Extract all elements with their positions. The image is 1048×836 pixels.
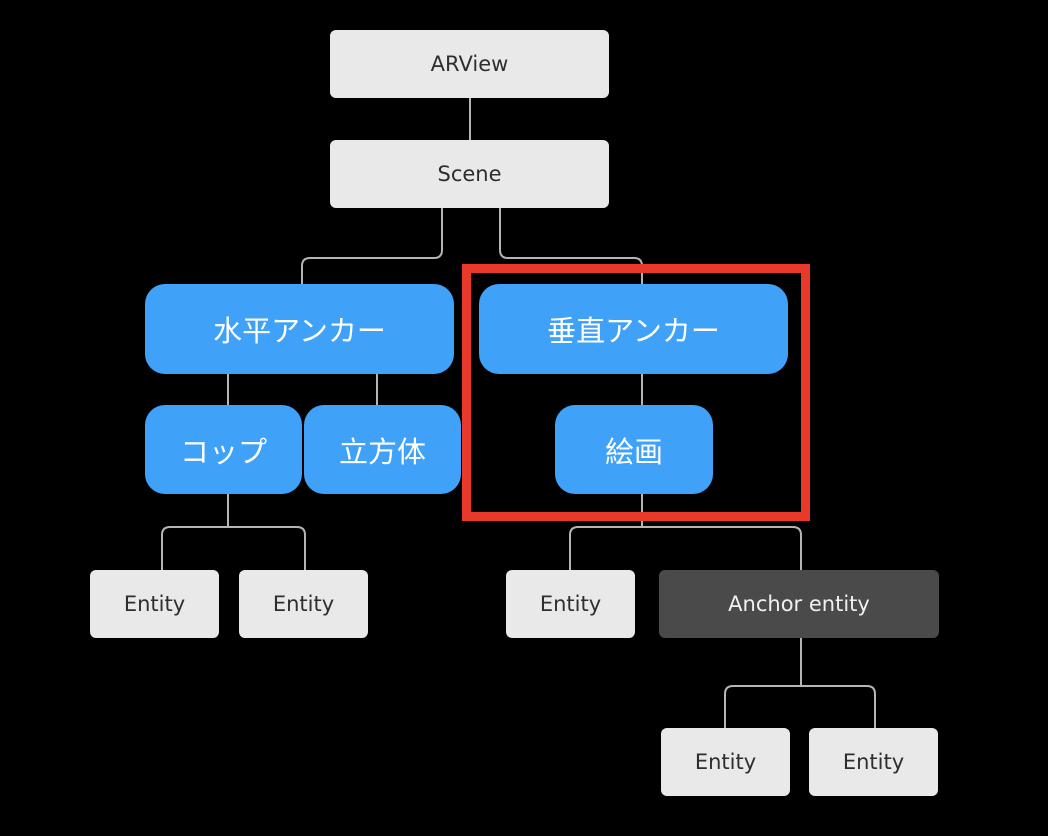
connector-scene-vertical: [499, 208, 643, 284]
connector-anchor-entities: [724, 638, 876, 728]
vertical-anchor-highlight-frame: [462, 264, 810, 521]
cup-entity-2-node: Entity: [239, 570, 368, 638]
connector-painting-entities: [569, 494, 802, 570]
arview-node: ARView: [330, 30, 609, 98]
cube-node: 立方体: [304, 405, 461, 494]
vertical-anchor-node: 垂直アンカー: [479, 284, 788, 374]
painting-node: 絵画: [555, 405, 713, 494]
anchor-entity-node: Anchor entity: [659, 570, 939, 638]
painting-entity-node: Entity: [506, 570, 635, 638]
cup-node: コップ: [145, 405, 302, 494]
anchor-child-entity-1-node: Entity: [661, 728, 790, 796]
anchor-child-entity-2-node: Entity: [809, 728, 938, 796]
connector-scene-horizontal: [301, 208, 443, 284]
scene-node: Scene: [330, 140, 609, 208]
connector-cup-entities: [161, 494, 306, 570]
cup-entity-1-node: Entity: [90, 570, 219, 638]
horizontal-anchor-node: 水平アンカー: [145, 284, 454, 374]
